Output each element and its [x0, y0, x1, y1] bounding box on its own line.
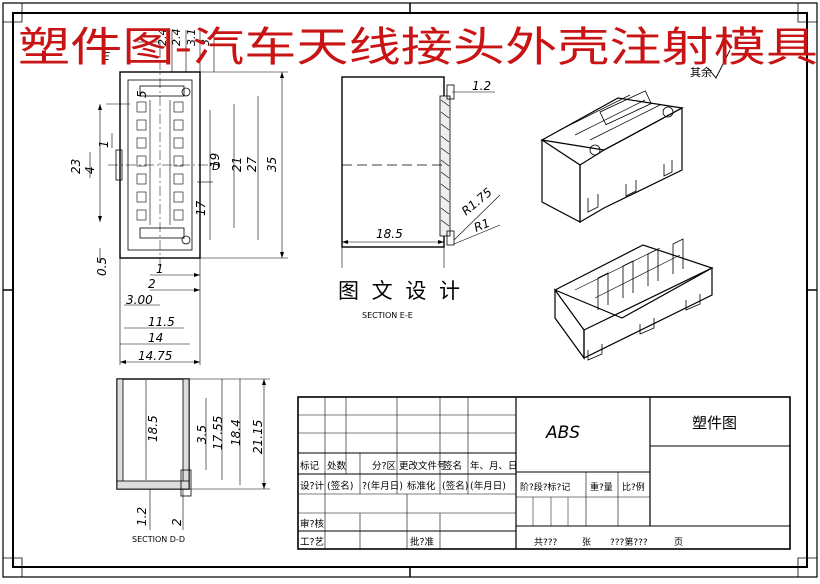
drawing-name: 塑件图 [692, 414, 737, 432]
dim-top-2: 2.4 [170, 29, 183, 47]
tb-design-sign: (签名) [327, 480, 353, 492]
studio-label: 图 文 设 计 [338, 279, 463, 303]
section-ee-arrowheads [342, 240, 444, 244]
dim-bottom-2: 2 [148, 277, 156, 291]
tb-label-mark: 标记 [300, 460, 320, 472]
section-ee-caption: SECTION E-E [362, 311, 413, 320]
dim-dd-12: 1.2 [135, 507, 149, 526]
tb-standardization: 标准化 [407, 480, 436, 492]
section-dd-view [116, 378, 270, 530]
front-view-labels: 2.4 2.4 3.1 3 E 23 4 1 0.5 5 D 17 19 21 … [69, 29, 279, 364]
isometric-view-top [540, 90, 684, 224]
corner-mark-br [797, 557, 817, 577]
tb-label-count: 处数 [327, 460, 347, 472]
tb-std-date: (年月日) [470, 480, 506, 492]
dim-dd-2115: 21.15 [251, 420, 265, 454]
dim-17: 17 [194, 200, 208, 216]
tb-review: 审?核 [300, 518, 325, 530]
dim-dd-184: 18.4 [229, 419, 243, 446]
tb-scale: 比?例 [622, 481, 645, 493]
dim-19: 19 [208, 153, 222, 168]
material-value: ABS [545, 423, 580, 443]
dim-top-4: 3 [199, 39, 212, 46]
tb-design-date: ?(年月日) [362, 480, 403, 492]
section-ee-view [341, 76, 501, 268]
tb-label-change-doc: 更改文件号 [399, 460, 447, 472]
banner-title: 塑件图-汽车天线接头外壳注射模具 [18, 23, 818, 71]
dim-ee-r1: R1 [472, 216, 492, 235]
dim-bottom-4: 11.5 [148, 315, 175, 329]
tb-process: 工?艺 [300, 537, 324, 548]
dim-23: 23 [69, 159, 83, 174]
marker-d: D [212, 160, 220, 173]
tb-total-sheets: 共??? [534, 537, 558, 548]
dim-bottom-6: 14.75 [138, 349, 172, 363]
title-block-text: ABS 塑件图 标记 处数 分?区 更改文件号 签名 年、月、日 设?计 (签名… [300, 414, 737, 548]
section-ee-outline [341, 76, 445, 248]
title-block-frame [297, 396, 791, 550]
dim-dd-185: 18.5 [146, 415, 160, 442]
tb-label-signature: 签名 [443, 460, 462, 472]
roughness-symbol: 其余 [690, 49, 731, 79]
dim-21: 21 [230, 157, 244, 172]
section-dd-caption: SECTION D-D [132, 535, 185, 544]
dim-top-3: 3.1 [185, 29, 198, 47]
dim-top-1: 2.4 [156, 29, 169, 47]
section-dd-labels: 18.5 3.5 17.55 18.4 21.15 1.2 2 [135, 415, 265, 526]
roughness-note: 其余 [690, 65, 712, 79]
dim-ee-185: 18.5 [376, 227, 403, 241]
dim-dd-2: 2 [170, 518, 184, 526]
dim-bottom-1: 1 [156, 262, 164, 276]
dim-bottom-5: 14 [148, 331, 163, 345]
dim-35: 35 [265, 157, 279, 172]
tb-label-zone: 分?区 [372, 461, 397, 472]
title-block [297, 396, 791, 550]
corner-mark-tl [3, 3, 23, 23]
section-dd-arrowheads [262, 379, 266, 489]
dim-ee-r175: R1.75 [459, 185, 495, 218]
front-view-dimensions [89, 30, 288, 365]
dim-dd-1755: 17.55 [211, 416, 225, 450]
dim-1: 1 [97, 140, 111, 148]
tb-std-sign: (签名) [442, 480, 468, 492]
dim-05: 0.5 [95, 257, 109, 276]
tb-stage-mark: 阶?段?标?记 [520, 481, 570, 493]
tb-page-word: 页 [674, 537, 683, 548]
dim-4: 4 [83, 166, 97, 174]
dim-ee-12: 1.2 [472, 79, 491, 93]
front-view-arrowheads [98, 72, 284, 364]
tb-approve: 批?准 [410, 536, 435, 548]
front-view [108, 60, 212, 268]
dim-dd-35: 3.5 [195, 425, 209, 444]
isometric-view-bottom [553, 238, 714, 361]
tb-weight: 重?量 [590, 481, 613, 493]
dim-5: 5 [135, 90, 149, 98]
tb-design: 设?计 [300, 480, 325, 492]
roughness-check-icon [707, 49, 731, 79]
marker-e: E [103, 50, 110, 63]
corner-mark-bl [3, 557, 23, 577]
corner-mark-tr [797, 3, 817, 23]
dim-bottom-3: 3.00 [126, 293, 153, 307]
tb-sheet-word: 张 [582, 537, 591, 548]
section-ee-labels: 1.2 R1.75 R1 18.5 [376, 79, 495, 241]
tb-sheet-no: ???第??? [610, 536, 648, 548]
tb-label-date: 年、月、日 [470, 460, 518, 472]
dim-27: 27 [245, 156, 259, 172]
